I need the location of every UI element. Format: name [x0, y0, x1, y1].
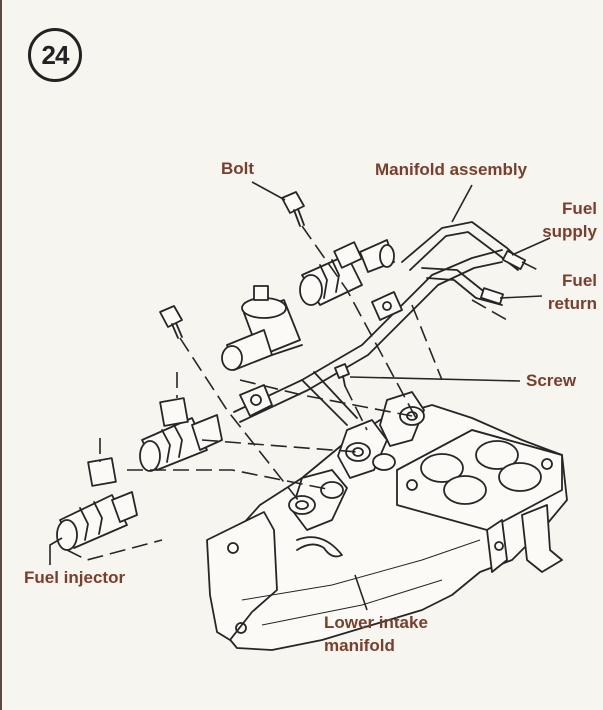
screw-label: Screw: [526, 371, 577, 390]
upper-injector-drawing: [299, 239, 395, 306]
bolt-label: Bolt: [221, 159, 255, 178]
fuel-return-label-line2: return: [547, 294, 597, 313]
leader-lines: [49, 181, 551, 611]
lower-intake-label-line2: manifold: [324, 636, 395, 655]
alignment-lines: [66, 225, 543, 561]
lower-intake-manifold-drawing: [206, 391, 568, 651]
middle-injector-drawing: [139, 397, 223, 472]
step-number-badge: 24: [28, 28, 82, 82]
left-bolt-drawing: [159, 305, 183, 339]
lower-intake-manifold-label: Lower intake manifold: [324, 611, 428, 657]
lower-intake-label-line1: Lower intake: [324, 613, 428, 632]
manifold-assembly-label: Manifold assembly: [375, 160, 528, 179]
fuel-injector-label: Fuel injector: [24, 568, 126, 587]
lower-injector-drawing: [56, 457, 138, 551]
fuel-return-label-line1: Fuel: [562, 271, 597, 290]
fuel-return-label: Fuel return: [548, 269, 597, 315]
fuel-supply-label-line1: Fuel: [562, 199, 597, 218]
fuel-supply-label: Fuel supply: [542, 197, 597, 243]
bolt-drawing: [281, 191, 305, 227]
pressure-regulator-drawing: [221, 285, 303, 371]
fuel-supply-label-line2: supply: [542, 222, 597, 241]
fuel-rail-drawing: [233, 221, 527, 426]
screw-drawing: [334, 363, 350, 387]
